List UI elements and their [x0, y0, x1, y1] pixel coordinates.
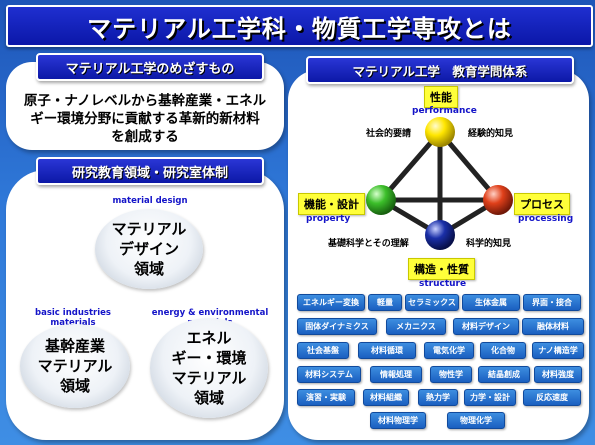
goal-badge-label: マテリアル工学のめざすもの [65, 61, 235, 77]
course-chip: 融体材料 [522, 318, 584, 335]
research-badge: 研究教育領域・研究室体制 [36, 157, 264, 185]
course-chip: 材料循環 [358, 342, 416, 359]
goal-text: 原子・ナノレベルから基幹産業・エネル ギー環境分野に貢献する革新的新材料 を創成… [10, 92, 280, 146]
goal-line: ギー環境分野に貢献する革新的新材料 [30, 111, 260, 127]
page-title: マテリアル工学科・物質工学専攻とは [87, 14, 512, 43]
course-chip: 軽量 [368, 294, 402, 311]
area-line: マテリアル [111, 220, 187, 238]
edge-label-bottom-right: 科学的知見 [466, 236, 511, 249]
course-chip: セラミックス [405, 294, 459, 311]
course-chip: 物性学 [430, 366, 472, 383]
course-chip: 材料強度 [534, 366, 582, 383]
edge-label-bottom-left: 基礎科学とその理解 [328, 236, 409, 249]
node-label-text: 性能 [430, 91, 452, 104]
node-label-text: 機能・設計 [304, 198, 359, 211]
area-line: 基幹産業 [44, 337, 105, 355]
node-label-text: 構造・性質 [414, 263, 469, 276]
course-chip: 固体ダイナミクス [297, 318, 377, 335]
node-label-performance: 性能 [424, 86, 458, 108]
course-chip: 情報処理 [370, 366, 422, 383]
edge-label-text: 経験的知見 [468, 129, 514, 139]
area-line: 領域 [193, 389, 224, 407]
node-property [366, 185, 396, 215]
course-chip: 社会基盤 [297, 342, 349, 359]
course-chip: 材料デザイン [453, 318, 519, 335]
course-chip: メカニクス [386, 318, 446, 335]
title-bar: マテリアル工学科・物質工学専攻とは [6, 5, 593, 47]
edge-label-text: 社会的要請 [366, 129, 412, 139]
edge-label-top-right: 経験的知見 [468, 126, 513, 139]
goal-badge: マテリアル工学のめざすもの [36, 53, 264, 81]
course-chip: 生体金属 [462, 294, 520, 311]
area-line: マテリアル [171, 369, 247, 387]
course-chip: 力学・設計 [464, 389, 516, 406]
course-chip: 反応速度 [523, 389, 581, 406]
course-chip: 演習・実験 [297, 389, 355, 406]
course-chip: 熱力学 [418, 389, 458, 406]
system-badge: マテリアル工学 教育学問体系 [306, 56, 574, 84]
course-chip: 界面・接合 [523, 294, 581, 311]
area-en-label: material design [95, 196, 205, 206]
tetrahedron-diagram [366, 117, 513, 250]
area-line: ギー・環境 [171, 349, 247, 367]
course-chip: 電気化学 [424, 342, 474, 359]
course-chip: 材料組織 [363, 389, 409, 406]
node-processing [483, 185, 513, 215]
edge-top-left [378, 129, 443, 203]
edge-label-text: 科学的知見 [466, 239, 512, 249]
area-ellipse-basic: 基幹産業 マテリアル 領域 [20, 324, 130, 408]
area-en-label: basic industries materials [18, 298, 128, 328]
node-label-structure: 構造・性質 [408, 258, 475, 280]
area-en-text: material design [112, 196, 188, 206]
area-en-text: basic industries materials [35, 308, 111, 328]
node-en-performance: performance [412, 106, 477, 116]
area-ellipse-energy: エネル ギー・環境 マテリアル 領域 [150, 318, 268, 418]
system-badge-label: マテリアル工学 教育学問体系 [352, 63, 528, 79]
course-chip: 材料物理学 [370, 412, 426, 429]
node-performance [425, 117, 455, 147]
node-en-text: property [306, 214, 351, 224]
area-line: 領域 [133, 260, 164, 278]
research-badge-label: 研究教育領域・研究室体制 [71, 165, 228, 181]
node-label-property: 機能・設計 [298, 193, 365, 215]
node-en-property: property [306, 214, 350, 224]
node-en-structure: structure [419, 279, 466, 289]
course-chip: エネルギー変換 [297, 294, 365, 311]
area-line: マテリアル [37, 357, 113, 375]
area-line: デザイン [118, 240, 179, 258]
area-line: 領域 [59, 377, 90, 395]
area-ellipse-design: マテリアル デザイン 領域 [95, 209, 203, 289]
area-line: エネル [186, 329, 232, 347]
node-en-text: performance [412, 106, 477, 116]
node-en-processing: processing [518, 214, 573, 224]
course-chip: 材料システム [297, 366, 361, 383]
goal-line: を創成する [111, 129, 179, 145]
course-chip: 物理化学 [447, 412, 505, 429]
goal-line: 原子・ナノレベルから基幹産業・エネル [23, 93, 267, 109]
node-en-text: processing [518, 214, 574, 224]
course-chip: ナノ構造学 [532, 342, 584, 359]
node-label-text: プロセス [520, 198, 564, 211]
edge-label-text: 基礎科学とその理解 [328, 239, 409, 249]
node-en-text: structure [419, 279, 467, 289]
course-chip: 結晶創成 [478, 366, 530, 383]
node-structure [425, 220, 455, 250]
tetrahedron-edges [378, 129, 501, 238]
node-label-processing: プロセス [514, 193, 570, 215]
edge-label-top-left: 社会的要請 [366, 126, 411, 139]
course-chip: 化合物 [480, 342, 526, 359]
